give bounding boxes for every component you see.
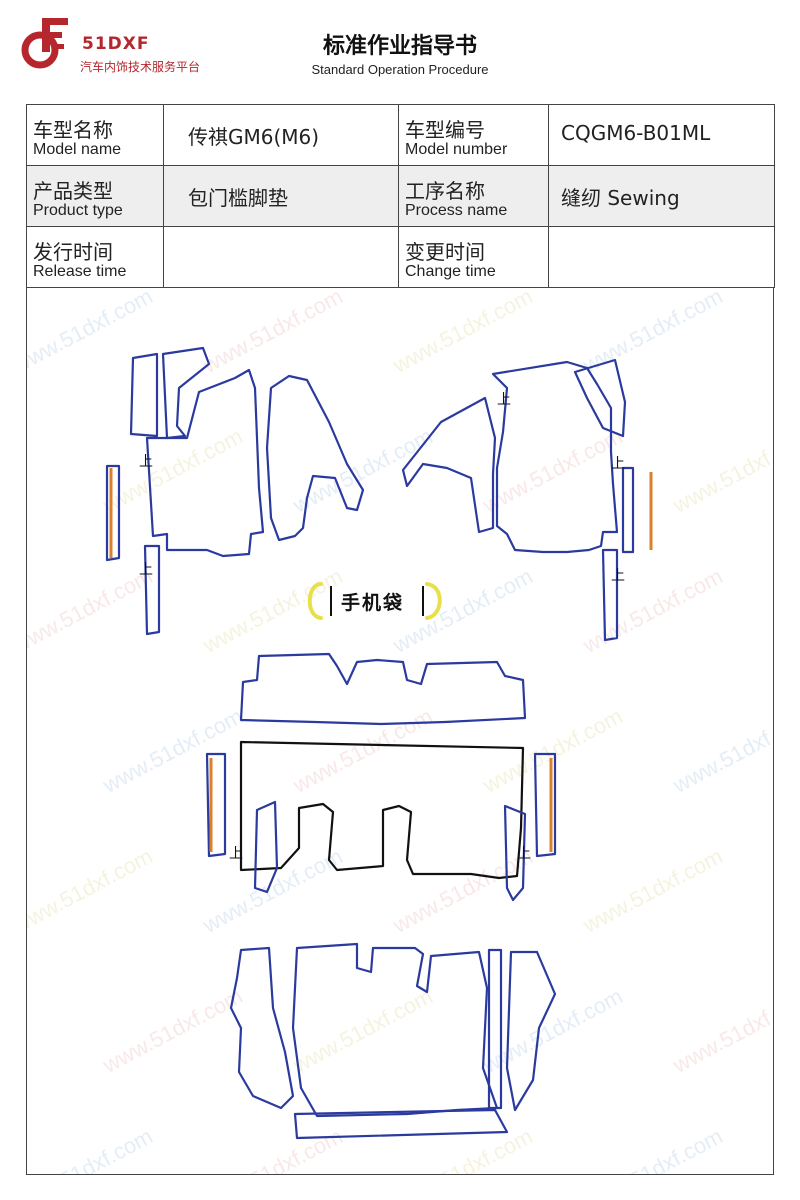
product-type-label-en: Product type <box>33 202 123 219</box>
process-name-label-en: Process name <box>405 202 508 219</box>
phone-pocket-right <box>425 582 442 620</box>
pattern-piece <box>145 368 265 558</box>
pattern-piece <box>239 652 527 726</box>
up-mark: 上 <box>611 456 625 472</box>
phone-pocket-label: 手机袋 <box>341 592 405 614</box>
release-time-label-cell: 发行时间 Release time <box>26 226 164 288</box>
model-number-label-cell: 车型编号 Model number <box>398 104 549 166</box>
document-subtitle: Standard Operation Procedure <box>311 62 489 77</box>
up-mark: 上 <box>517 846 531 862</box>
document-title: 标准作业指导书 <box>322 34 477 59</box>
pattern-piece <box>503 804 527 902</box>
model-name-label-cn: 车型名称 <box>33 118 113 142</box>
pattern-piece <box>487 948 503 1110</box>
up-mark: 上 <box>497 392 511 408</box>
pattern-piece <box>401 396 497 534</box>
process-name-value-cell: 缝纫 Sewing <box>548 165 775 227</box>
product-type-label-cell: 产品类型 Product type <box>26 165 164 227</box>
info-row: 车型名称 Model name 传祺GM6(M6) 车型编号 Model num… <box>26 104 775 166</box>
pattern-piece <box>105 464 121 562</box>
process-name-value: 缝纫 Sewing <box>561 186 680 210</box>
up-mark: 上 <box>229 846 243 862</box>
change-time-label-cn: 变更时间 <box>405 240 485 264</box>
process-name-label-cn: 工序名称 <box>405 179 485 203</box>
logo-name: 51DXF <box>82 34 150 54</box>
info-row: 发行时间 Release time 变更时间 Change time <box>26 226 775 288</box>
product-type-value: 包门槛脚垫 <box>188 186 288 210</box>
pattern-piece <box>291 942 499 1118</box>
pattern-piece <box>129 352 159 438</box>
release-time-label-en: Release time <box>33 263 127 280</box>
product-type-value-cell: 包门槛脚垫 <box>163 165 399 227</box>
pattern-piece <box>229 946 295 1110</box>
model-number-value-cell: CQGM6-B01ML <box>548 104 775 166</box>
pattern-piece <box>293 1108 509 1140</box>
info-row: 产品类型 Product type 包门槛脚垫 工序名称 Process nam… <box>26 165 775 227</box>
pattern-piece <box>505 950 557 1112</box>
change-time-value-cell <box>548 226 775 288</box>
pattern-piece <box>621 466 635 554</box>
change-time-label-en: Change time <box>405 263 496 280</box>
model-number-label-cn: 车型编号 <box>405 118 485 142</box>
model-name-label-en: Model name <box>33 141 122 158</box>
pattern-piece <box>265 374 365 542</box>
model-name-label-cell: 车型名称 Model name <box>26 104 164 166</box>
pattern-piece <box>253 800 279 894</box>
pattern-piece <box>161 346 211 440</box>
logo-mark-icon <box>21 18 68 69</box>
model-number-label-en: Model number <box>405 141 508 158</box>
phone-pocket-left <box>307 582 323 620</box>
up-mark: 上 <box>611 568 625 584</box>
product-type-label-cn: 产品类型 <box>33 179 113 203</box>
brand-logo: 51DXF 汽车内饰技术服务平台 <box>20 14 260 84</box>
pattern-piece <box>533 752 557 858</box>
up-mark: 上 <box>139 454 153 470</box>
logo-tagline: 汽车内饰技术服务平台 <box>80 60 201 74</box>
process-name-label-cell: 工序名称 Process name <box>398 165 549 227</box>
pattern-piece <box>205 752 227 858</box>
floor-mat-pattern-svg: 上 上 上 上 上 上 上 <box>105 346 653 1140</box>
pattern-piece <box>601 548 619 642</box>
up-mark: 上 <box>139 562 153 578</box>
pattern-piece <box>573 358 627 438</box>
model-name-value-cell: 传祺GM6(M6) <box>163 104 399 166</box>
release-time-value-cell <box>163 226 399 288</box>
pattern-piece <box>239 740 525 880</box>
pattern-piece <box>143 544 161 636</box>
change-time-label-cell: 变更时间 Change time <box>398 226 549 288</box>
info-table: 车型名称 Model name 传祺GM6(M6) 车型编号 Model num… <box>26 104 775 288</box>
release-time-label-cn: 发行时间 <box>33 240 113 264</box>
model-number-value: CQGM6-B01ML <box>561 121 711 145</box>
model-name-value: 传祺GM6(M6) <box>188 125 320 149</box>
pattern-piece <box>491 360 619 554</box>
